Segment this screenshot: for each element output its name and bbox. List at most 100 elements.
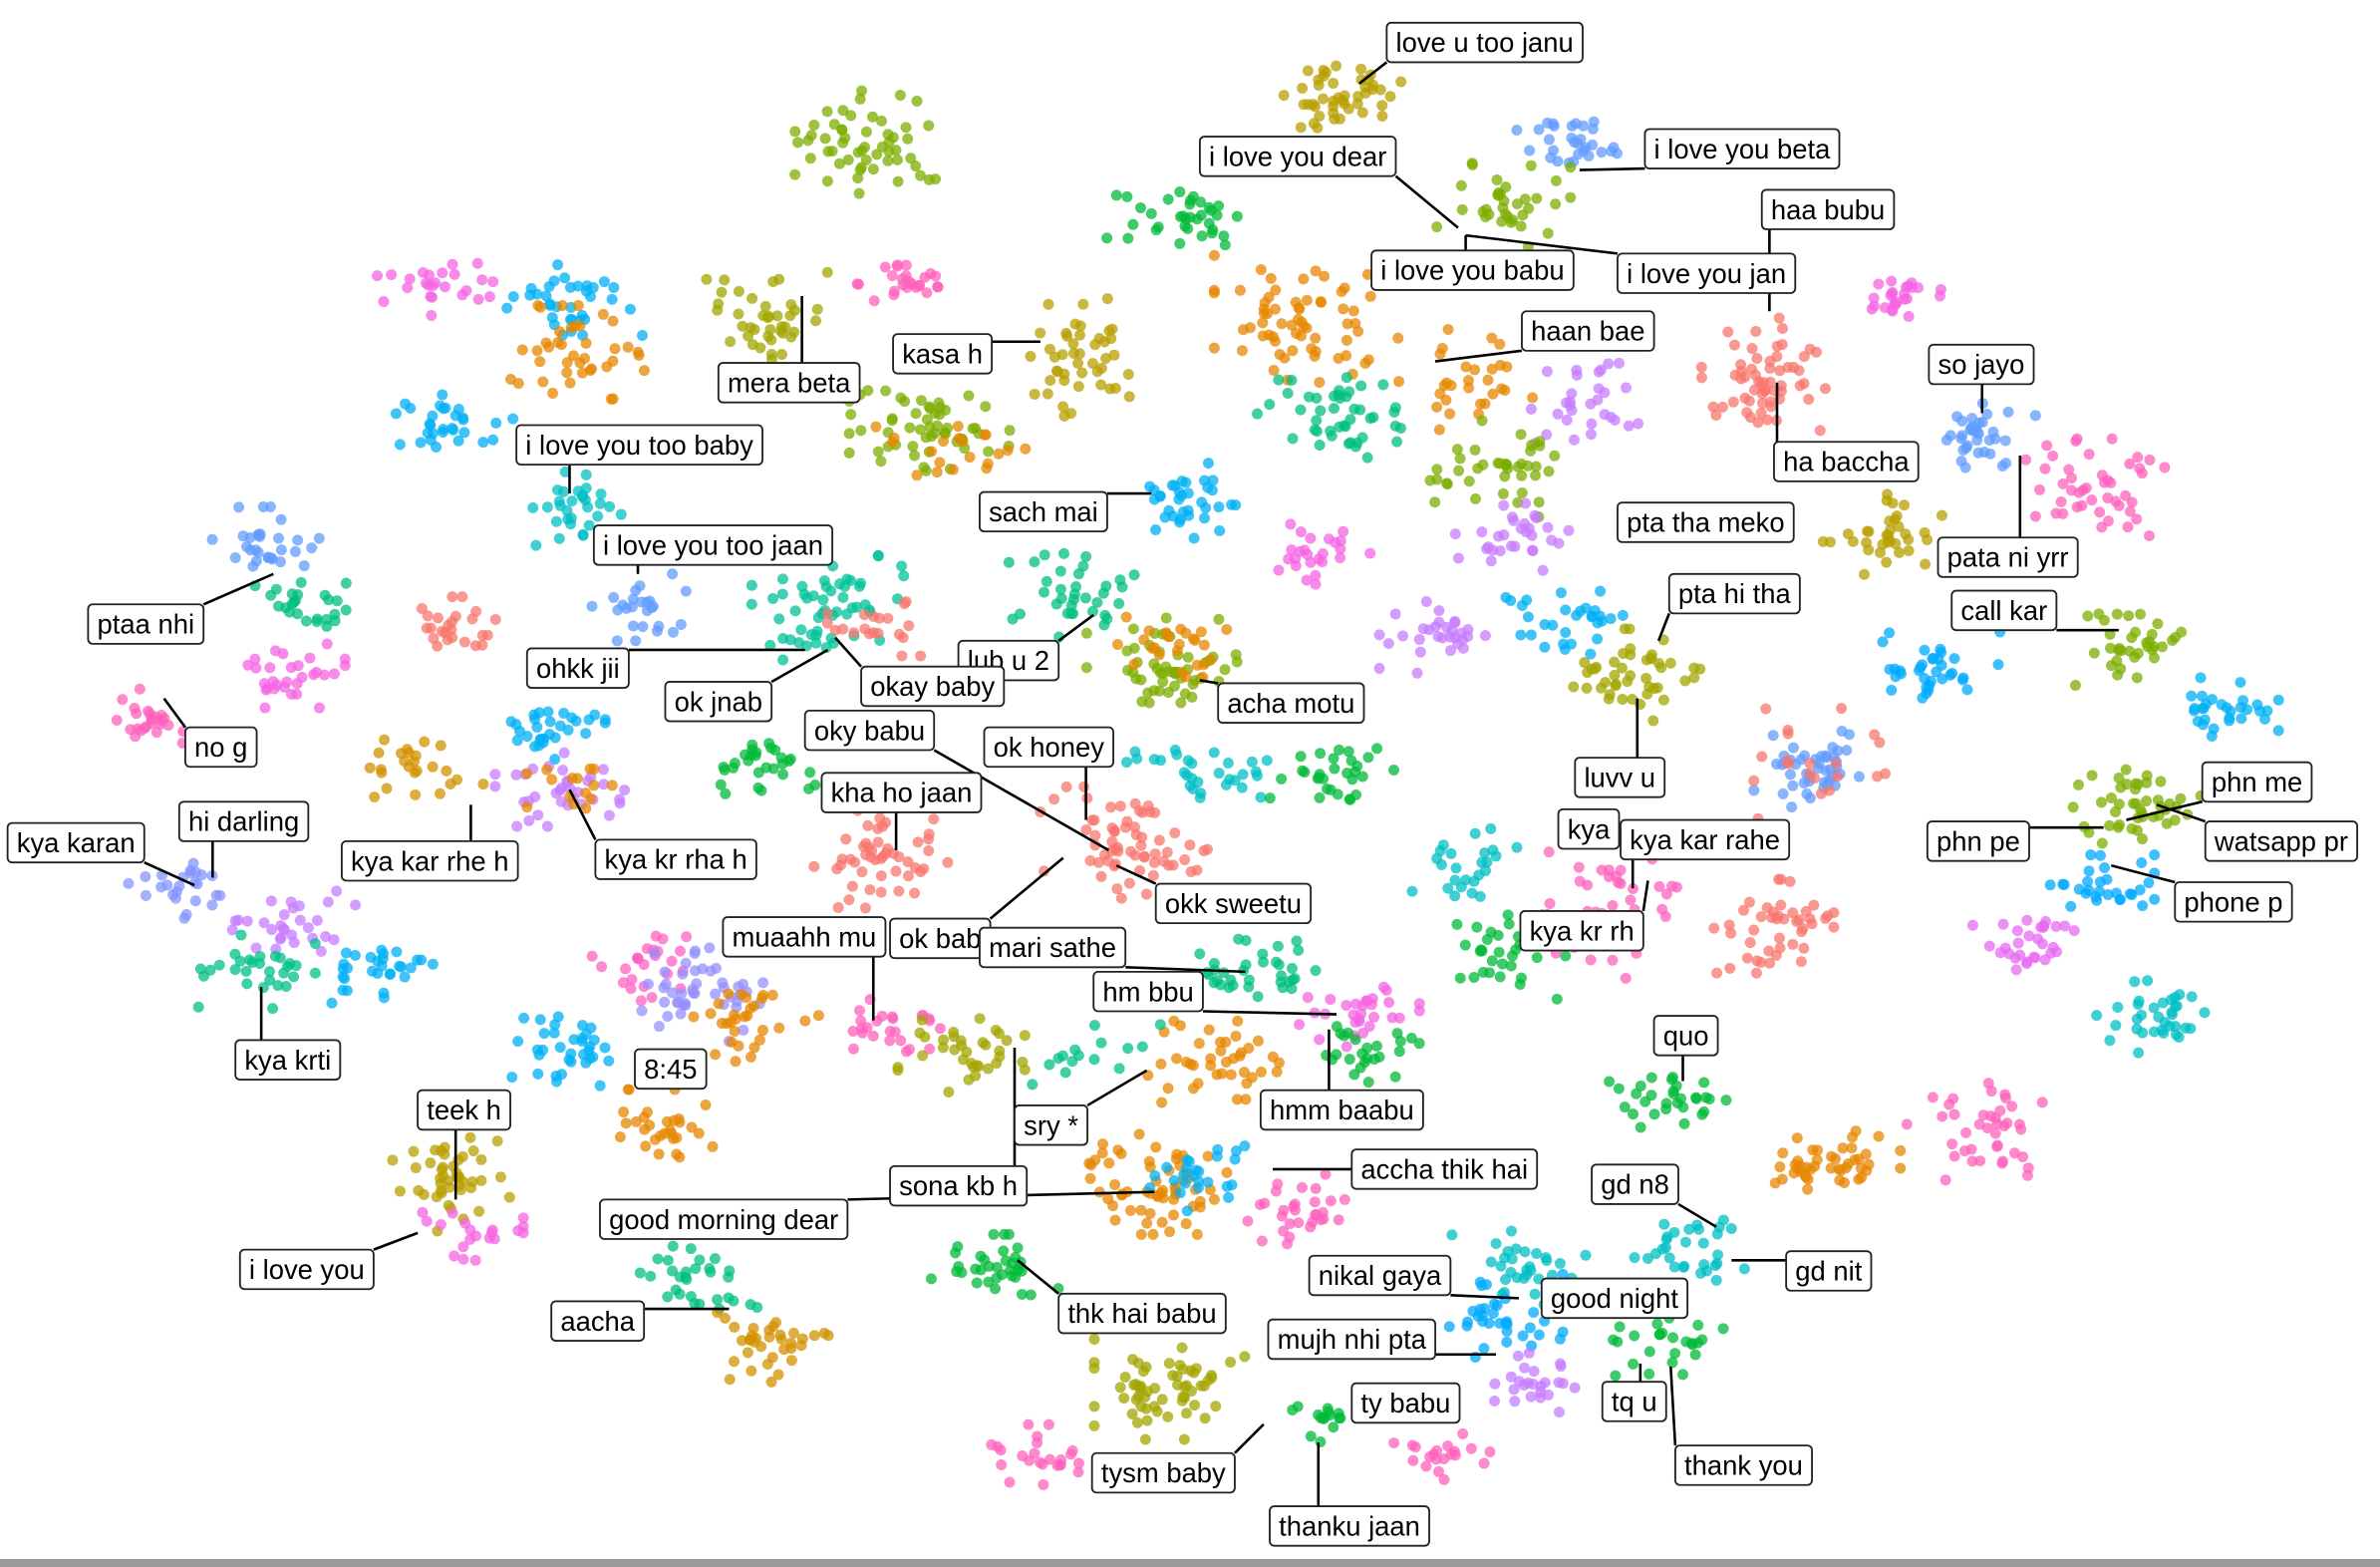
scatter-point <box>1296 1181 1308 1193</box>
scatter-point <box>582 501 594 513</box>
scatter-point <box>1493 946 1505 958</box>
label-box <box>6 821 146 864</box>
label-box <box>184 726 258 769</box>
scatter-point <box>1310 332 1322 344</box>
scatter-point <box>667 568 679 580</box>
scatter-point <box>848 627 860 639</box>
scatter-point <box>264 974 276 986</box>
scatter-point <box>2132 998 2144 1010</box>
scatter-point <box>1951 411 1963 423</box>
scatter-point <box>1370 1040 1382 1052</box>
label-text: so jayo <box>1938 349 2025 380</box>
scatter-point <box>1395 423 1407 435</box>
scatter-point <box>1211 1069 1223 1081</box>
scatter-point <box>688 1011 700 1023</box>
scatter-point <box>1635 1121 1646 1133</box>
scatter-point <box>1793 914 1805 926</box>
scatter-point <box>254 951 266 962</box>
scatter-point <box>1339 1193 1350 1205</box>
scatter-point <box>1141 1217 1153 1229</box>
scatter-point <box>1121 190 1133 202</box>
scatter-point <box>1109 1214 1121 1226</box>
scatter-point <box>1140 1361 1152 1373</box>
scatter-point <box>550 1071 562 1083</box>
scatter-point <box>475 1153 487 1165</box>
scatter-point <box>328 934 340 946</box>
scatter-point <box>469 1254 481 1266</box>
scatter-point <box>942 856 954 868</box>
scatter-point <box>416 603 428 615</box>
label-box <box>87 603 205 645</box>
leader-line <box>834 636 863 668</box>
scatter-point <box>574 320 586 332</box>
scatter-point <box>1479 847 1491 859</box>
scatter-point <box>240 965 252 977</box>
scatter-point <box>2149 893 2161 905</box>
scatter-point <box>280 602 292 614</box>
scatter-point <box>589 709 601 721</box>
scatter-point <box>1490 1238 1502 1250</box>
scatter-point <box>1515 429 1527 441</box>
scatter-point <box>1290 552 1302 564</box>
scatter-point <box>904 422 916 434</box>
scatter-point <box>1420 596 1432 607</box>
scatter-point <box>290 960 302 972</box>
scatter-point <box>1466 887 1478 899</box>
scatter-point <box>552 259 564 271</box>
scatter-point <box>1019 1064 1031 1076</box>
leader-line <box>2156 803 2207 823</box>
scatter-point <box>386 269 398 281</box>
scatter-point <box>1830 1152 1842 1164</box>
scatter-point <box>1070 581 1082 593</box>
scatter-point <box>1824 784 1836 796</box>
scatter-point <box>723 1292 735 1304</box>
scatter-point <box>1312 773 1324 784</box>
scatter-point <box>381 783 393 794</box>
scatter-point <box>983 1276 995 1288</box>
scatter-point <box>576 367 588 379</box>
scatter-point <box>1095 1037 1107 1049</box>
scatter-point <box>390 408 402 420</box>
scatter-point <box>1810 346 1822 358</box>
scatter-point <box>1391 436 1403 448</box>
scatter-point <box>1531 1247 1543 1259</box>
scatter-point <box>603 809 615 821</box>
scatter-point <box>892 175 904 187</box>
scatter-point <box>1688 672 1700 684</box>
scatter-point <box>534 301 546 313</box>
scatter-point <box>604 500 616 512</box>
scatter-point <box>1566 388 1578 400</box>
scatter-point <box>1645 652 1657 664</box>
scatter-point <box>293 900 305 912</box>
scatter-point <box>1297 83 1309 94</box>
scatter-point <box>923 828 935 840</box>
scatter-point <box>476 274 488 286</box>
scatter-point <box>1667 1332 1679 1344</box>
scatter-point <box>902 870 914 882</box>
scatter-point <box>729 1009 741 1021</box>
scatter-point <box>1181 1162 1193 1174</box>
scatter-point <box>311 914 323 926</box>
scatter-point <box>1108 349 1120 361</box>
scatter-point <box>2066 472 2077 484</box>
scatter-point <box>1133 1128 1145 1140</box>
label-text: sry * <box>1024 1109 1078 1140</box>
scatter-point <box>938 436 949 448</box>
label-text: ok jnab <box>675 686 762 717</box>
scatter-point <box>1486 955 1498 967</box>
scatter-point <box>1257 956 1269 968</box>
scatter-point <box>1310 1209 1322 1221</box>
scatter-point <box>1541 366 1553 378</box>
scatter-point <box>646 992 658 1004</box>
label-text: tq u <box>1612 1387 1657 1417</box>
scatter-point <box>162 720 174 731</box>
scatter-point <box>2059 920 2071 932</box>
scatter-point <box>1614 1321 1626 1333</box>
scatter-point <box>1497 487 1509 499</box>
scatter-point <box>1420 1460 1432 1472</box>
scatter-point <box>729 1356 741 1368</box>
scatter-point <box>1168 680 1180 692</box>
scatter-point <box>1500 1274 1512 1285</box>
label-box <box>2204 820 2359 862</box>
